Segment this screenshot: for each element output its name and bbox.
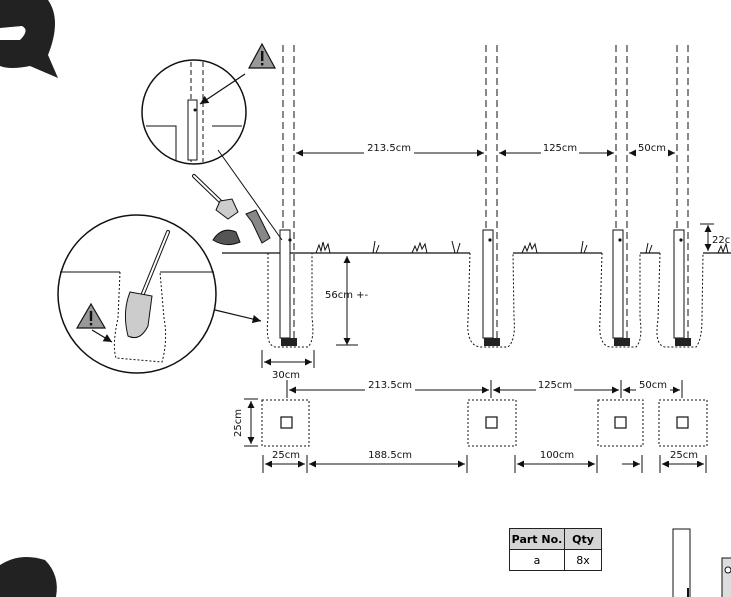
plan-dimension-lines (244, 380, 707, 473)
warning-icon (75, 302, 107, 329)
dim-plan-gap-3: 50cm (639, 380, 667, 391)
dim-plan-gap-1: 213.5cm (368, 380, 412, 391)
part-a-preview (672, 528, 731, 597)
plan-holes (261, 399, 708, 447)
warning-icon (247, 42, 277, 69)
socket-bolts (288, 238, 683, 242)
dim-top-gap-3: 50cm (638, 143, 666, 154)
cell-qty: 8x (564, 549, 602, 571)
cell-part-no: a (509, 549, 565, 571)
bucket-icon (212, 209, 271, 246)
dim-hole-depth: 56cm +- (325, 290, 369, 301)
table-row: a 8x (509, 549, 602, 571)
dim-plan-bottom-2: 188.5cm (368, 450, 412, 461)
post-sockets (279, 229, 685, 339)
parts-table-header: Part No. Qty (509, 528, 602, 550)
trowel-icon (192, 174, 239, 220)
detail-circle-hole (57, 214, 262, 374)
speech-bubble-icon (0, 26, 26, 40)
header-part-no: Part No. (509, 528, 565, 550)
dim-plan-bottom-1: 25cm (272, 450, 300, 461)
dim-plan-bottom-3: 100cm (540, 450, 574, 461)
dim-plan-depth: 25cm (233, 409, 244, 437)
parts-table: Part No. Qty a 8x (509, 528, 602, 571)
speech-bubble-icon (0, 556, 57, 597)
hole-outlines (266, 252, 704, 348)
posts (282, 45, 689, 345)
dim-plan-bottom-4: 25cm (670, 450, 698, 461)
dim-plan-gap-2: 125cm (538, 380, 572, 391)
dim-hole-width: 30cm (272, 370, 300, 381)
dim-post-height: 22cm (712, 235, 731, 246)
post-feet (281, 338, 691, 346)
dim-top-gap-2: 125cm (543, 143, 577, 154)
dim-top-gap-1: 213.5cm (367, 143, 411, 154)
grass-tuft-icon (315, 240, 729, 254)
header-qty: Qty (564, 528, 602, 550)
speech-bubble-icon (0, 0, 58, 78)
detail-circle-top (141, 59, 283, 241)
